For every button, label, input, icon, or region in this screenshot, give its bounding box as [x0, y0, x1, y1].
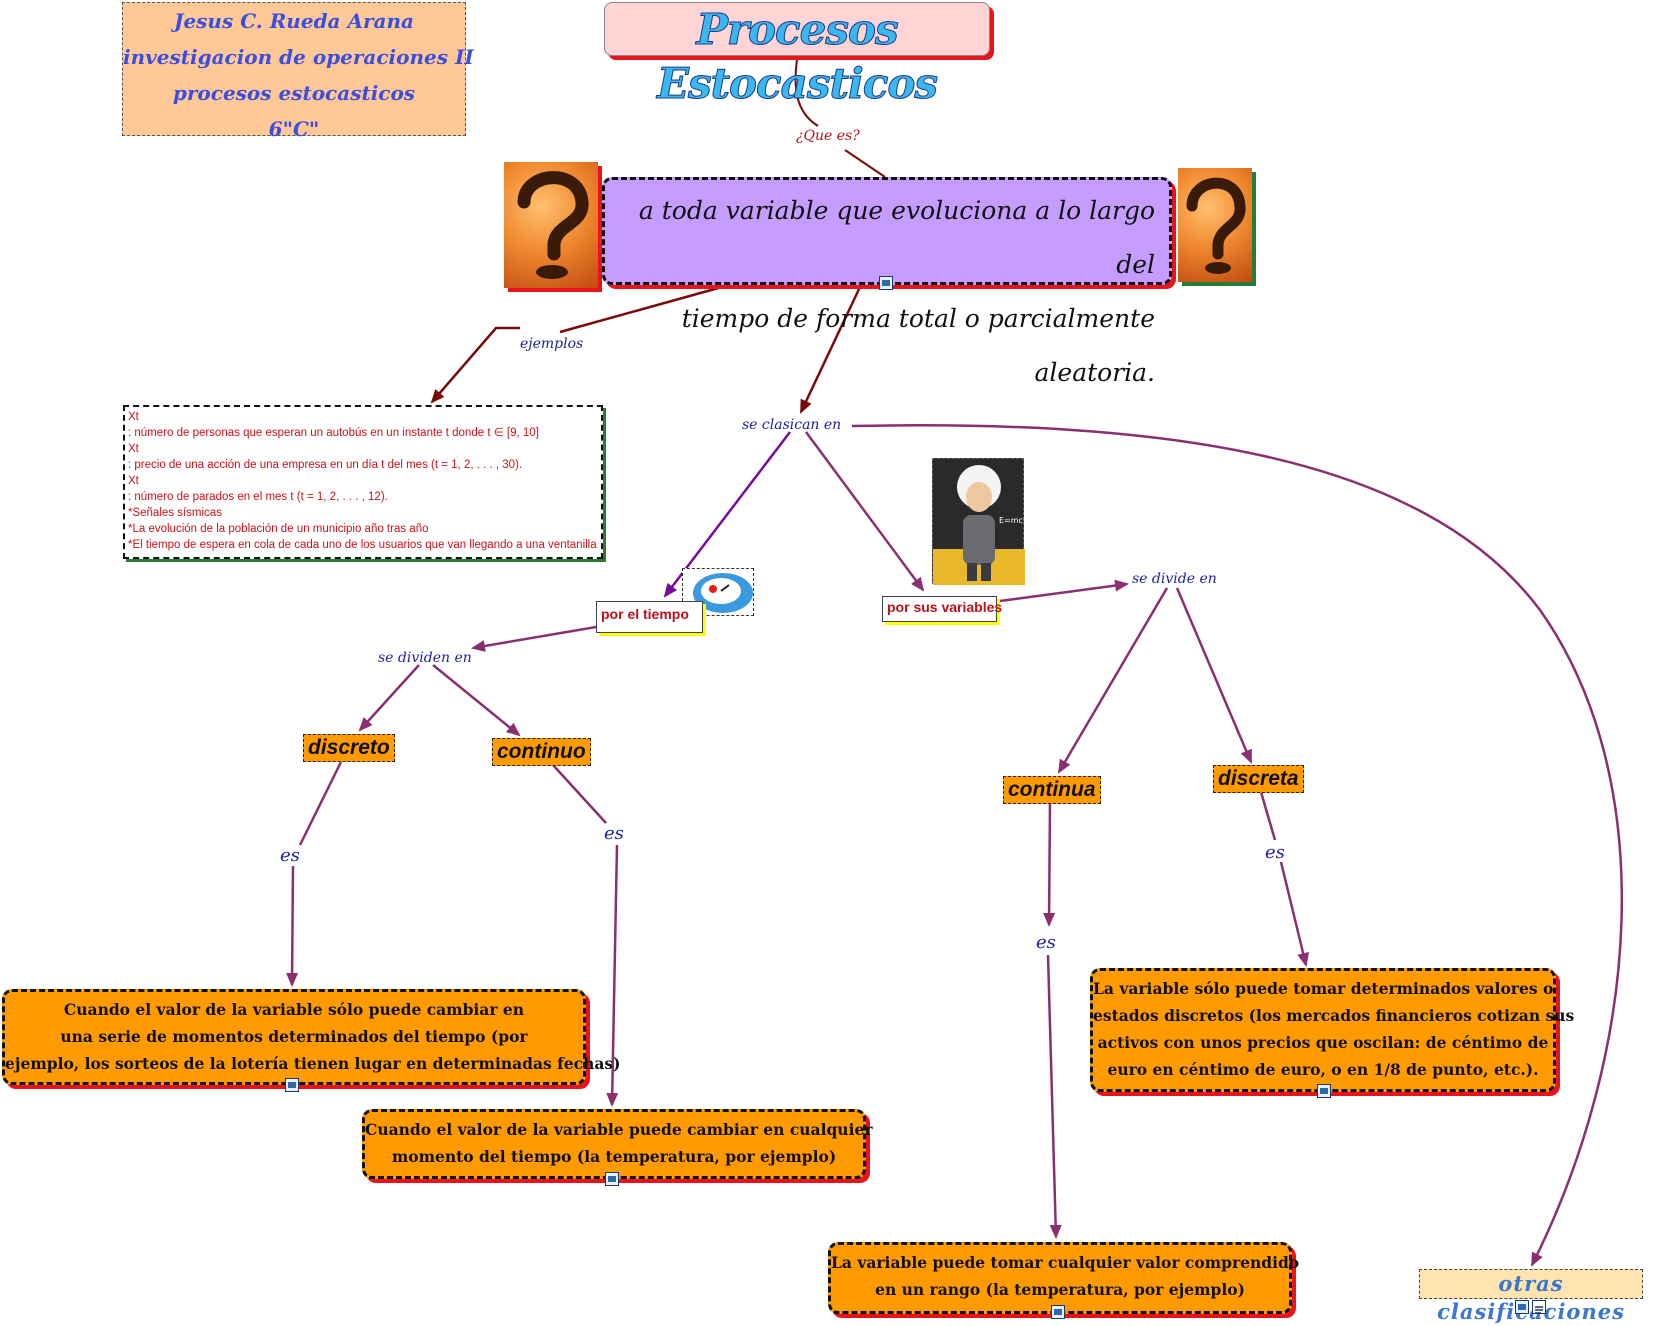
description-line: Cuando el valor de la variable puede cam… — [365, 1120, 873, 1139]
description-line: en un rango (la temperatura, por ejemplo… — [875, 1280, 1245, 1299]
link-es-descdiscreta — [1279, 861, 1310, 967]
description-line: La variable sólo puede tomar determinado… — [1093, 979, 1554, 998]
link-label-es-discreta: es — [1265, 842, 1285, 863]
example-line: *El tiempo de espera en cola de cada uno… — [128, 539, 597, 551]
example-line: Xt — [128, 411, 139, 423]
link-ejemplos-examples — [430, 326, 520, 404]
description-line: ejemplo, los sorteos de la lotería tiene… — [5, 1054, 621, 1073]
image-attachment-icon[interactable] — [1317, 1084, 1331, 1098]
image-attachment-icon[interactable] — [285, 1078, 299, 1092]
author-name: Jesus C. Rueda Arana — [173, 9, 414, 33]
link-label-que-es: ¿Que es? — [796, 128, 860, 144]
link-es-descdiscreto — [286, 865, 299, 987]
description-line: Cuando el valor de la variable sólo pued… — [63, 1000, 525, 1019]
link-quees-def — [844, 149, 886, 178]
discreto-description-node[interactable]: Cuando el valor de la variable sólo pued… — [2, 989, 621, 1085]
description-line: momento del tiempo (la temperatura, por … — [391, 1147, 837, 1166]
continua-node[interactable]: continua — [1003, 776, 1101, 804]
link-def-ejemplos — [559, 285, 723, 334]
link-dividen-discreto — [358, 664, 420, 732]
example-line: Xt — [128, 475, 139, 487]
example-line: *Señales sísmicas — [128, 507, 222, 519]
continua-description-node[interactable]: La variable puede tomar cualquier valor … — [828, 1242, 1300, 1314]
svg-text:E=mc²: E=mc² — [999, 516, 1025, 525]
definition-node[interactable]: a toda variable que evoluciona a lo larg… — [602, 177, 1172, 387]
por-el-tiempo-label: por el tiempo — [601, 606, 689, 622]
link-def-clasican — [799, 286, 862, 414]
link-clasican-variables — [804, 431, 925, 592]
image-attachment-icon[interactable] — [605, 1172, 619, 1186]
link-continuo-es — [552, 764, 607, 824]
definition-line-1: a toda variable que evoluciona a lo larg… — [638, 196, 1155, 279]
por-el-tiempo-node[interactable]: por el tiempo — [596, 601, 703, 633]
description-line: una serie de momentos determinados del t… — [60, 1027, 528, 1046]
image-attachment-icon[interactable] — [879, 276, 893, 290]
link-title-quees — [794, 59, 819, 127]
link-dividen-continuo — [432, 664, 521, 737]
course-name: investigacion de operaciones II — [123, 45, 474, 69]
link-discreta-es — [1259, 791, 1277, 841]
author-info-box: Jesus C. Rueda Arana investigacion de op… — [122, 2, 474, 141]
link-continua-es — [1043, 801, 1056, 927]
link-label-es-discreto: es — [280, 845, 300, 866]
link-es-desccontinuo — [606, 844, 619, 1107]
otras-clasificaciones-node[interactable]: otras clasificaciones — [1419, 1269, 1643, 1324]
example-line: Xt — [128, 443, 139, 455]
link-label-es-continua: es — [1036, 932, 1056, 953]
discreta-label: discreta — [1218, 767, 1299, 790]
description-line: La variable puede tomar cualquier valor … — [831, 1253, 1300, 1272]
main-title: Procesos Estocasticos — [656, 5, 938, 109]
continuo-node[interactable]: continuo — [492, 738, 591, 766]
por-sus-variables-node[interactable]: por sus variables — [882, 596, 1002, 622]
topic-name: procesos estocasticos — [172, 81, 416, 105]
link-label-se-divide-en: se divide en — [1132, 571, 1217, 587]
examples-node[interactable]: Xt : número de personas que esperan un a… — [123, 405, 603, 559]
link-label-se-dividen-en: se dividen en — [378, 650, 472, 666]
link-label-se-clasican: se clasican en — [742, 417, 842, 433]
description-line: euro en céntimo de euro, o en 1/8 de pun… — [1107, 1060, 1539, 1079]
discreto-node[interactable]: discreto — [303, 734, 395, 762]
continua-label: continua — [1008, 778, 1096, 801]
example-line: : precio de una acción de una empresa en… — [128, 459, 523, 471]
continuo-description-node[interactable]: Cuando el valor de la variable puede cam… — [362, 1109, 873, 1179]
link-tiempo-dividen — [471, 625, 597, 652]
description-line: estados discretos (los mercados financie… — [1093, 1006, 1575, 1025]
group-name: 6"C" — [268, 117, 320, 141]
link-es-desccontinua — [1046, 954, 1062, 1239]
link-divide-discreta — [1175, 587, 1253, 764]
por-sus-variables-label: por sus variables — [887, 599, 1003, 615]
image-attachment-icon[interactable] — [1515, 1300, 1529, 1314]
einstein-image: E=mc² — [932, 458, 1026, 585]
description-line: activos con unos precios que oscilan: de… — [1097, 1033, 1549, 1052]
discreta-node[interactable]: discreta — [1213, 765, 1304, 793]
image-attachment-icon[interactable] — [1051, 1305, 1065, 1319]
main-title-node[interactable]: Procesos Estocasticos — [604, 2, 990, 109]
link-clasican-otras — [851, 424, 1624, 1267]
continuo-label: continuo — [497, 740, 586, 763]
link-divide-continua — [1057, 587, 1169, 774]
example-line: : número de personas que esperan un auto… — [128, 427, 539, 439]
link-variables-divide — [999, 579, 1129, 603]
link-discreto-es — [298, 761, 343, 846]
question-mark-image-right — [1178, 168, 1252, 282]
link-label-ejemplos: ejemplos — [520, 336, 584, 352]
link-label-es-continuo: es — [604, 823, 624, 844]
otras-clasificaciones-label: otras clasificaciones — [1437, 1271, 1625, 1324]
question-mark-image-left — [504, 162, 598, 288]
definition-line-2: tiempo de forma total o parcialmente ale… — [681, 304, 1155, 387]
example-line: : número de parados en el mes t (t = 1, … — [128, 491, 388, 503]
example-line: *La evolución de la población de un muni… — [128, 523, 429, 535]
discreto-label: discreto — [308, 736, 390, 759]
note-attachment-icon[interactable] — [1532, 1300, 1546, 1314]
discreta-description-node[interactable]: La variable sólo puede tomar determinado… — [1090, 968, 1575, 1092]
